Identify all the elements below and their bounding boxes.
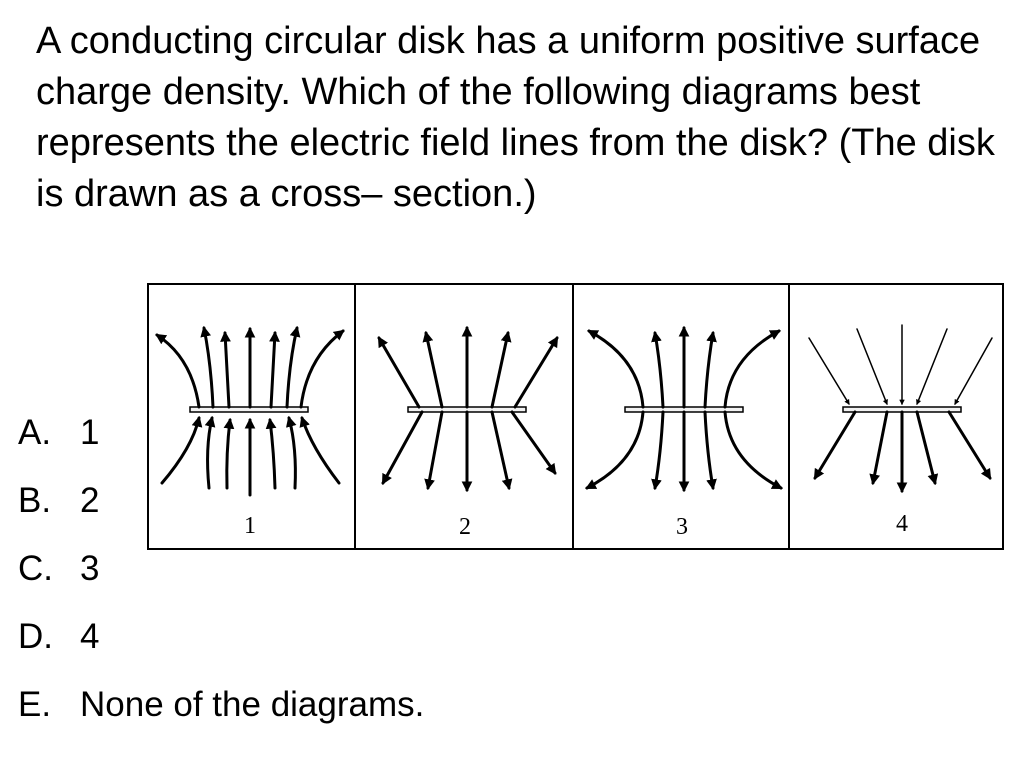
field-line-arrow: [377, 336, 421, 409]
answer-choice-c[interactable]: C. 3: [18, 540, 424, 608]
field-line-arrow: [285, 325, 301, 409]
field-line-arrow: [869, 410, 889, 486]
field-line-arrow: [651, 410, 665, 491]
field-line-arrow: [286, 415, 297, 490]
field-line-diagrams: 1 2: [147, 283, 1004, 550]
field-line-arrow: [723, 410, 783, 490]
answer-choice-e[interactable]: E. None of the diagrams.: [18, 676, 424, 744]
field-line-arrow: [490, 330, 512, 409]
field-line-arrow: [220, 330, 231, 409]
choice-text: 2: [80, 481, 100, 520]
field-line-arrow: [808, 337, 850, 405]
field-line-arrow: [703, 330, 717, 409]
panel-label-2: 2: [459, 514, 471, 540]
field-line-arrow: [856, 328, 888, 406]
diagram-panel-1: 1: [155, 325, 345, 539]
choice-letter: C.: [18, 549, 53, 588]
figure-frame: [147, 283, 1004, 550]
field-line-arrow: [422, 330, 444, 409]
field-line-arrow: [200, 325, 215, 409]
choice-letter: A.: [18, 413, 52, 452]
field-line-arrow: [723, 329, 781, 409]
field-line-arrow: [299, 415, 341, 485]
answer-choice-d[interactable]: D. 4: [18, 608, 424, 676]
answer-choice-b[interactable]: B. 2: [18, 472, 424, 540]
choice-letter: E.: [18, 685, 52, 724]
field-line-arrow: [299, 329, 345, 409]
field-line-arrow: [490, 410, 513, 491]
field-line-arrow: [813, 410, 857, 480]
field-line-arrow: [703, 410, 717, 491]
field-line-arrow: [269, 330, 280, 409]
field-line-arrow: [424, 410, 444, 491]
field-line-arrow: [155, 333, 201, 409]
choice-text: None of the diagrams.: [80, 685, 425, 724]
field-line-arrow: [381, 410, 424, 485]
field-line-arrow: [223, 417, 235, 490]
diagram-panel-4: 4: [808, 324, 993, 537]
field-line-arrow: [954, 337, 993, 405]
choice-letter: D.: [18, 617, 53, 656]
question-text: A conducting circular disk has a uniform…: [36, 20, 995, 215]
choice-text: 4: [80, 617, 100, 656]
field-line-arrow: [265, 417, 277, 490]
choice-letter: B.: [18, 481, 52, 520]
field-line-arrow: [947, 410, 992, 480]
answer-choice-a[interactable]: A. 1: [18, 404, 424, 472]
field-line-arrow: [916, 328, 948, 406]
field-line-arrow: [513, 336, 559, 409]
panel-label-4: 4: [896, 511, 908, 537]
choice-text: 1: [80, 413, 100, 452]
diagram-panel-2: 2: [377, 325, 559, 540]
field-line-arrow: [587, 329, 645, 409]
diagram-panel-3: 3: [585, 325, 783, 540]
field-line-arrow: [585, 410, 645, 490]
answer-choices: A. 1 B. 2 C. 3 D. 4 E. None of the diagr…: [18, 404, 424, 744]
field-line-arrow: [915, 410, 939, 486]
field-line-arrow: [160, 415, 203, 485]
choice-text: 3: [80, 549, 100, 588]
field-line-arrow: [651, 330, 665, 409]
field-line-arrow: [204, 415, 216, 490]
panel-label-3: 3: [676, 514, 688, 540]
panel-label-1: 1: [244, 513, 256, 539]
field-line-arrow: [510, 410, 557, 475]
